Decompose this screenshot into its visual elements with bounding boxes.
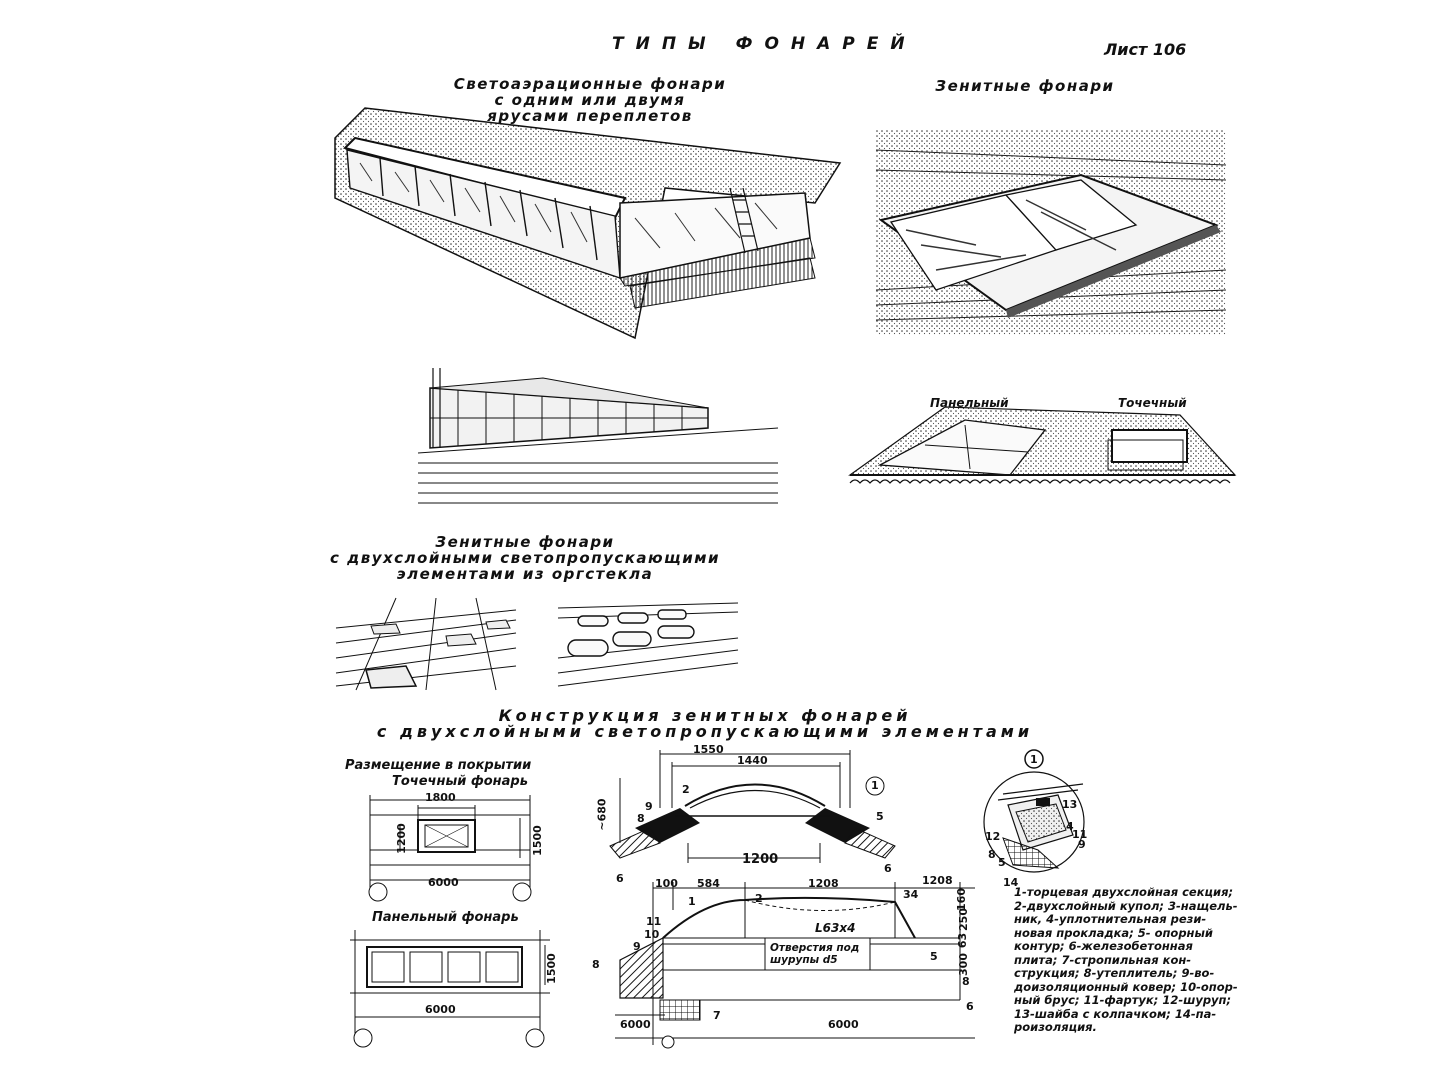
label-zenith-panel: Панельный (930, 396, 1009, 410)
dim-long-c: 1208 (808, 877, 839, 890)
sheet-number: Лист 106 (1104, 40, 1187, 59)
legend-line: плита; 7-стропильная кон- (1014, 952, 1192, 967)
legend-line: доизоляционный ковер; 10-опор- (1014, 979, 1238, 994)
figure-plexiglass-1 (335, 597, 517, 691)
callout-detail-13: 13 (1062, 798, 1078, 811)
caption-construction: Конструкция зенитных фонарей с двухслойн… (360, 708, 1050, 740)
caption-aeration: Светоаэрационные фонари с одним или двум… (430, 76, 750, 124)
caption-plexiglass-line-3: элементами из оргстекла (396, 565, 654, 583)
caption-aeration-line-1: Светоаэрационные фонари (453, 75, 727, 93)
callout-section-8: 8 (637, 812, 645, 825)
label-zenith-point: Точечный (1118, 396, 1187, 410)
dim-vert-2: 250 (956, 908, 970, 931)
callout-long-6: 6 (966, 1000, 974, 1013)
legend-line: 1-торцевая двухслойная секция; (1014, 885, 1234, 899)
dim-section-height: ~680 (595, 798, 609, 831)
dim-vert-3: 63 (956, 932, 970, 949)
figure-aeration-side (417, 368, 779, 504)
callout-section-2: 2 (682, 783, 690, 796)
legend-line: 2-двухслойный купол; 3-нащель- (1014, 898, 1238, 913)
dim-section-inner: 1440 (737, 754, 768, 767)
callout-long-1: 1 (688, 895, 696, 908)
label-holes-line-2: шурупы d5 (770, 954, 838, 966)
legend: 1-торцевая двухслойная секция; 2-двухсло… (1014, 885, 1254, 1035)
callout-long-2: 2 (755, 892, 763, 905)
dim-long-e: 6000 (620, 1018, 651, 1031)
figure-zenith-perspective (875, 130, 1227, 335)
callout-detail-9: 9 (1078, 838, 1086, 851)
caption-construction-line-2: с двухслойными светопропускающими элемен… (376, 722, 1034, 741)
label-holes-line-1: Отверстия под (770, 942, 860, 954)
callout-long-8: 8 (592, 958, 600, 971)
detail-node-1 (983, 749, 1085, 873)
placement-title: Размещение в покрытии (345, 758, 532, 773)
caption-plexiglass-line-2: с двухслойными светопропускающими (329, 549, 721, 567)
label-holes: Отверстия под шурупы d5 (770, 942, 859, 966)
dim-long-d: 1208 (922, 874, 953, 887)
callout-section-1: 1 (871, 779, 879, 792)
dim-point-h2: 1500 (530, 825, 544, 856)
dim-point-span: 6000 (428, 876, 459, 889)
detail-number: 1 (1030, 753, 1038, 766)
dim-long-a: 100 (655, 877, 678, 890)
legend-line: контур; 6-железобетонная (1014, 939, 1193, 953)
callout-section-6a: 6 (616, 872, 624, 885)
caption-aeration-line-3: ярусами переплетов (487, 107, 693, 125)
legend-line: ный брус; 11-фартук; 12-шуруп; (1014, 993, 1232, 1007)
callout-section-6b: 6 (884, 862, 892, 875)
callout-long-10: 10 (644, 928, 660, 941)
legend-line: струкция; 8-утеплитель; 9-во- (1014, 966, 1215, 980)
callout-long-7: 7 (713, 1009, 721, 1022)
dim-panel-h: 1500 (544, 953, 558, 984)
callout-long-11: 11 (646, 915, 662, 928)
dim-long-b: 584 (697, 877, 720, 890)
legend-line: роизоляция. (1014, 1020, 1097, 1034)
callout-section-9: 9 (645, 800, 653, 813)
callout-detail-4: 4 (1066, 820, 1074, 833)
callout-long-9: 9 (633, 940, 641, 953)
placement-panel-title: Панельный фонарь (372, 910, 519, 925)
dim-point-h: 1200 (394, 823, 408, 854)
callout-long-8b: 8 (962, 975, 970, 988)
legend-line: ник, 4-уплотнительная рези- (1014, 912, 1207, 926)
dim-section-base: 1200 (742, 852, 779, 867)
long-section (615, 882, 975, 1049)
dim-section-outer: 1550 (693, 743, 724, 756)
caption-zenith: Зенитные фонари (935, 77, 1115, 95)
figure-aeration-perspective (334, 107, 842, 340)
label-angle: L63x4 (815, 921, 856, 935)
dim-vert-4: 300 (956, 953, 970, 976)
caption-plexiglass-line-1: Зенитные фонари (435, 533, 615, 551)
callout-long-34: 34 (903, 888, 919, 901)
legend-line: 13-шайба с колпачком; 14-па- (1014, 1006, 1217, 1021)
callout-detail-11: 11 (1072, 828, 1088, 841)
figure-plexiglass-2 (557, 602, 739, 687)
callout-detail-8: 8 (988, 848, 996, 861)
callout-section-5: 5 (876, 810, 884, 823)
dim-long-f: 6000 (828, 1018, 859, 1031)
sheet-title: ТИПЫ ФОНАРЕЙ (612, 34, 917, 54)
legend-line: новая прокладка; 5- опорный (1014, 925, 1213, 940)
dim-point-width: 1800 (425, 791, 456, 804)
callout-detail-14: 14 (1003, 876, 1019, 889)
plan-point-lantern (368, 795, 532, 902)
placement-point-title: Точечный фонарь (392, 774, 528, 789)
caption-construction-line-1: Конструкция зенитных фонарей (498, 706, 912, 725)
plan-panel-lantern (350, 930, 550, 1048)
dim-panel-span: 6000 (425, 1003, 456, 1016)
caption-plexiglass: Зенитные фонари с двухслойными светопроп… (320, 534, 730, 582)
callout-detail-12: 12 (985, 830, 1001, 843)
figure-zenith-types (848, 406, 1237, 484)
callout-long-5: 5 (930, 950, 938, 963)
cross-section (609, 750, 896, 863)
caption-aeration-line-2: с одним или двумя (494, 91, 686, 109)
callout-detail-5: 5 (998, 856, 1006, 869)
